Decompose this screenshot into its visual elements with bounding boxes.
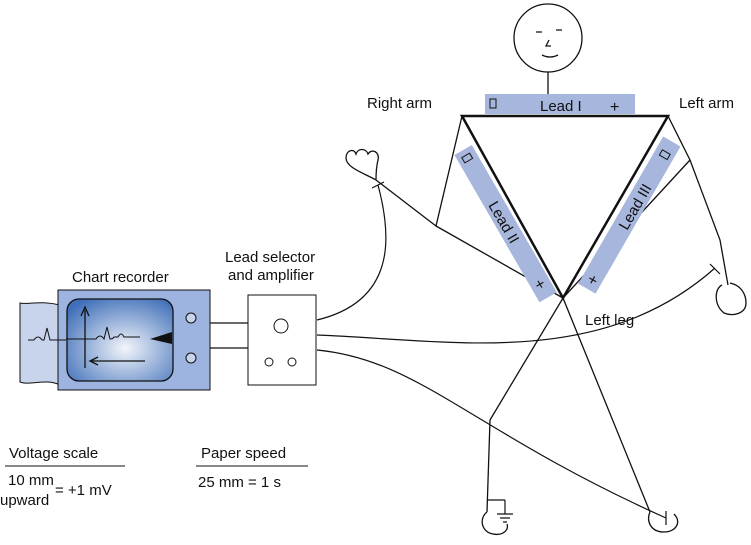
right-leg-line — [486, 159, 691, 513]
paper-speed-value: 25 mm = 1 s — [198, 474, 281, 491]
voltage-axis-arrow — [80, 305, 90, 368]
lead-1-label: Lead I — [540, 98, 582, 115]
lead-selector-label-2: and amplifier — [228, 267, 314, 284]
wire-right-arm — [316, 184, 387, 321]
lead-1-negative-icon — [489, 98, 497, 109]
time-axis-arrow — [88, 356, 145, 366]
chart-recorder-label: Chart recorder — [72, 269, 169, 286]
voltage-scale-value: = +1 mV — [55, 482, 112, 499]
recorder-cables — [210, 322, 248, 349]
amplifier-jack-left — [264, 357, 274, 367]
paper-speed-title: Paper speed — [201, 445, 286, 462]
amplifier-box — [247, 294, 317, 386]
right-arm — [375, 115, 463, 228]
lead-2-bar — [454, 144, 557, 303]
lead-selector-label-1: Lead selector — [225, 249, 315, 266]
left-leg-label: Left leg — [585, 312, 634, 329]
right-hand — [345, 148, 379, 181]
einthoven-triangle — [459, 114, 671, 301]
voltage-scale-title: Voltage scale — [9, 445, 98, 462]
wire-left-arm — [316, 267, 716, 344]
ecg-trace — [28, 326, 140, 341]
left-arm-electrode — [709, 263, 721, 275]
left-arm-label: Left arm — [679, 95, 734, 112]
recorder-knob-bottom — [185, 352, 197, 364]
voltage-scale-line1: 10 mm — [8, 472, 54, 489]
lead-2-group: Lead II + — [454, 144, 557, 303]
lead-3-bar — [578, 136, 681, 294]
lead-3-group: + Lead III — [578, 136, 681, 294]
right-arm-electrode — [371, 181, 385, 189]
left-arm — [667, 115, 729, 286]
chart-recorder — [19, 289, 211, 391]
paper-strip — [19, 302, 61, 386]
voltage-scale-line2: upward — [0, 492, 49, 509]
lead-2-negative-icon — [461, 152, 474, 164]
amplifier-jack-right — [287, 357, 297, 367]
right-foot — [647, 511, 679, 533]
lead-1-bar — [485, 94, 635, 114]
amplifier-dial — [273, 318, 289, 334]
lead-3-label: Lead III — [616, 181, 656, 233]
electrode-wires — [316, 181, 721, 525]
left-hand — [715, 282, 747, 316]
ground-icon — [497, 500, 513, 523]
recorder-knob-top — [185, 312, 197, 324]
stylus — [150, 332, 172, 344]
wire-left-leg — [316, 349, 667, 519]
left-foot — [481, 511, 509, 536]
lead-selector-amplifier — [247, 294, 317, 386]
right-arm-label: Right arm — [367, 95, 432, 112]
face — [536, 29, 562, 58]
head — [513, 3, 583, 73]
lead-3-negative-icon — [658, 149, 671, 161]
lead-1-plus: + — [610, 99, 619, 116]
